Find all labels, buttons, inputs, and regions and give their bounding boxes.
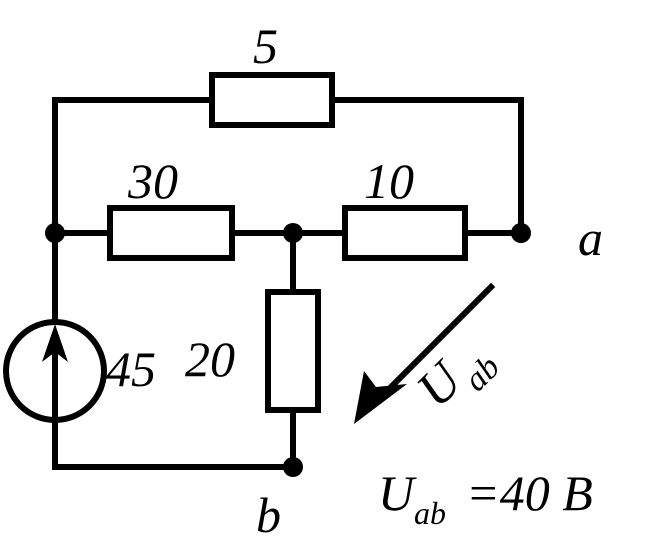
voltage-arrow-shaft [380, 282, 496, 398]
node-b [283, 457, 303, 477]
equation-subscript: ab [414, 495, 446, 531]
wire-top-loop [52, 97, 215, 236]
label-resistor-vertical: 20 [185, 331, 235, 387]
resistor-vertical [265, 289, 321, 413]
label-node-b: b [256, 487, 281, 543]
label-resistor-right: 10 [364, 153, 414, 209]
node-a [511, 223, 531, 243]
label-resistor-top: 5 [253, 18, 278, 74]
resistor-left [107, 205, 235, 261]
node-middle [283, 223, 303, 243]
current-source [3, 319, 107, 423]
resistor-right [342, 205, 468, 261]
wire-left-lower-bottom [52, 417, 296, 470]
label-node-a: a [578, 210, 603, 266]
wire-top-right [329, 97, 524, 236]
equation-rest: =40 B [466, 465, 593, 521]
label-source-value: 45 [106, 341, 156, 397]
label-resistor-left: 30 [127, 153, 178, 209]
voltage-arrow [354, 282, 496, 424]
source-arrow-head-icon [42, 324, 68, 362]
equation-symbol: U [378, 465, 417, 521]
voltage-equation: U ab =40 B [378, 465, 593, 531]
voltage-arrow-head-icon [354, 371, 407, 424]
resistor-top [209, 72, 335, 128]
voltage-arrow-label: U ab [406, 348, 507, 418]
node-left [45, 223, 65, 243]
